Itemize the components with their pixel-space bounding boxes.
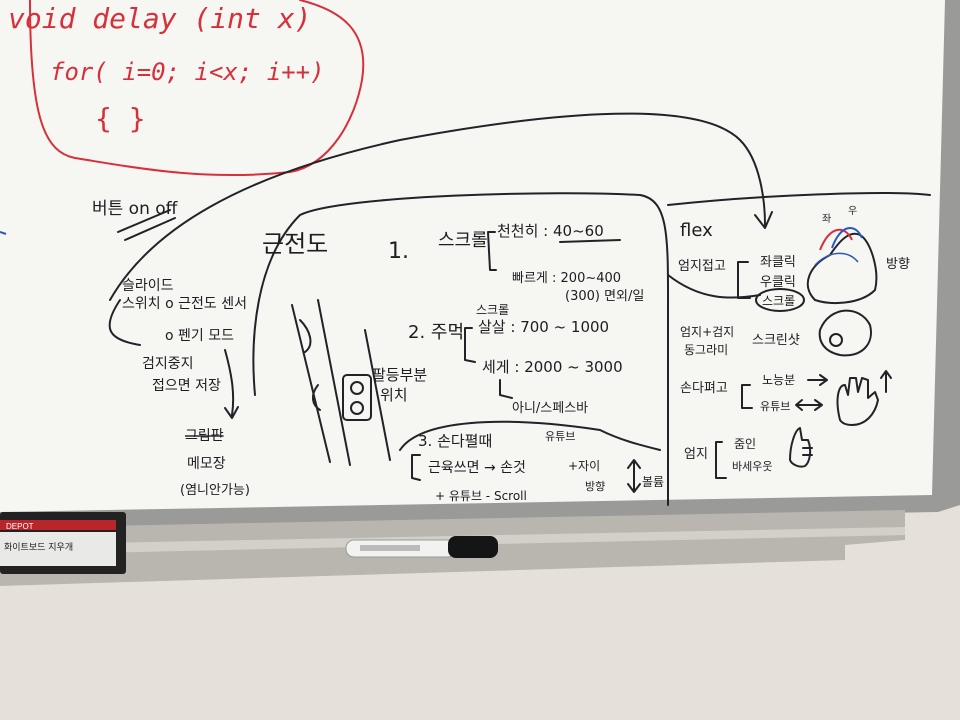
whiteboard-surface (0, 0, 945, 512)
flex-screenshot: 스크린샷 (752, 333, 800, 348)
left-note-2: 스위치 o 근전도 센서 (122, 296, 247, 312)
left-note-5: 접으면 저장 (152, 378, 221, 394)
left-note-6: 그림판 (185, 428, 224, 444)
left-notes: 슬라이드 스위치 o 근전도 센서 o 펜기 모드 검지중지 접으면 저장 그림… (122, 278, 250, 498)
emg-item2-sub2: 세게 : 2000 ~ 3000 (482, 358, 623, 376)
left-note-4: 검지중지 (142, 356, 194, 372)
flex-thumb-index-1: 엄지+검지 (680, 325, 734, 339)
code-line-3: { } (95, 102, 146, 135)
arm-label-2: 위치 (380, 386, 408, 404)
emg-item3-num: 3. 손다펼때 (418, 432, 492, 450)
marker-pen[interactable] (345, 536, 498, 558)
flex-youtube: 유튜브 (760, 400, 790, 413)
emg-title: 근전도 (262, 230, 328, 258)
flex-section: flex 엄지접고 좌클릭 우클릭 스크롤 좌 우 방향 엄지+검지 동그라미 … (678, 205, 910, 479)
code-line-1: void delay (int x) (8, 2, 311, 35)
emg-item1-fast2: (300) 면외/일 (565, 289, 644, 304)
emg-item1-fast: 빠르게 : 200~400 (512, 271, 621, 286)
flex-zoom-in: 줌인 (734, 437, 756, 451)
left-note-8: (염니안가능) (180, 483, 250, 498)
left-note-1: 슬라이드 (122, 278, 174, 294)
emg-item2-sub1b: 살살 : 700 ~ 1000 (478, 318, 609, 336)
emg-item3-side3: 볼륨 (642, 475, 664, 489)
emg-item2-sub3b: 유튜브 (545, 430, 575, 443)
eraser-label: 화이트보드 지우개 (4, 542, 73, 553)
flex-note-label: 노능분 (762, 373, 795, 387)
flex-direction: 방향 (886, 257, 910, 272)
emg-item3-side1: +자이 (568, 459, 600, 473)
flex-top-left: 좌 (822, 213, 831, 225)
code-line-2: for( i=0; i<x; i++) (50, 58, 325, 86)
flex-thumb: 엄지 (684, 447, 708, 462)
code-bubble: void delay (int x) for( i=0; i<x; i++) {… (8, 0, 365, 177)
eraser[interactable]: DEPOT 화이트보드 지우개 (0, 512, 126, 574)
arm-label-1: 팔등부분 (372, 366, 427, 384)
flex-thumb-index-2: 동그라미 (684, 343, 728, 357)
emg-item2-sub3: 아니/스페스바 (512, 401, 588, 416)
flex-zoom-out: 바세우웃 (732, 460, 772, 473)
flex-left-click: 좌클릭 (760, 255, 796, 270)
button-note: 버튼 on off (92, 199, 179, 219)
flex-top-right: 우 (848, 205, 857, 217)
left-note-7: 메모장 (187, 456, 226, 472)
emg-item3-sub2: + 유튜브 - Scroll (435, 489, 527, 503)
emg-item1-slow: 천천히 : 40~60 (497, 222, 604, 240)
left-note-3: o 펜기 모드 (165, 328, 234, 344)
emg-item1-label: 스크롤 (438, 230, 488, 251)
flex-thumb-fold: 엄지접고 (678, 259, 726, 274)
flex-open-hand: 손다펴고 (680, 381, 728, 396)
eraser-brand: DEPOT (6, 522, 34, 531)
flex-title: flex (680, 220, 713, 241)
emg-item2-num: 2. 주먹 (408, 322, 464, 343)
emg-section: 근전도 팔등부분 위치 1. 스크롤 천천히 : 40~60 빠르게 : 200… (262, 222, 664, 503)
emg-item2-sub1: 스크롤 (476, 303, 509, 317)
flex-scroll: 스크롤 (762, 294, 795, 308)
emg-item3-sub1: 근육쓰면 → 손것 (428, 460, 526, 476)
emg-item1-num: 1. (388, 239, 409, 264)
flex-right-click: 우클릭 (760, 275, 796, 290)
emg-item3-side2: 방향 (585, 480, 605, 493)
